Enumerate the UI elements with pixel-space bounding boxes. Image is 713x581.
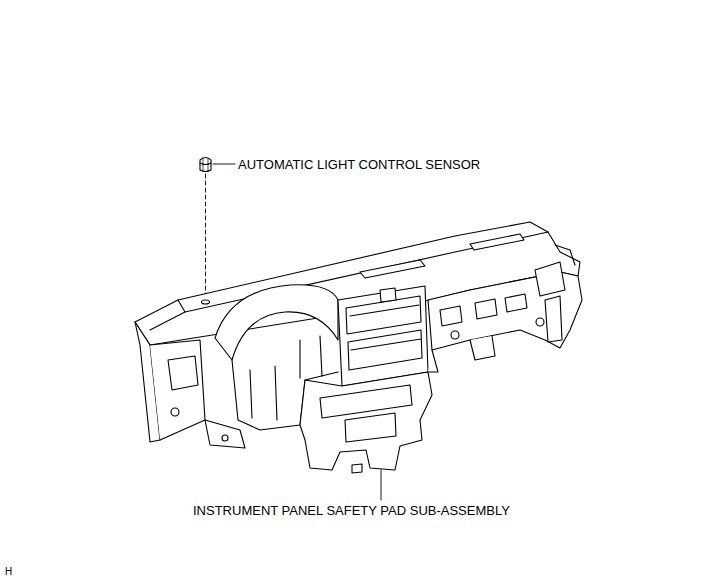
install-line — [205, 174, 206, 300]
cluster-hood — [215, 285, 338, 360]
center-vents — [338, 286, 428, 386]
leader-line — [381, 470, 382, 500]
figure-code: H — [4, 564, 13, 579]
center-stack — [300, 372, 432, 470]
part-name: INSTRUMENT PANEL SAFETY PAD SUB-ASSEMBLY — [192, 503, 511, 518]
leader-line — [213, 164, 235, 165]
part-name: AUTOMATIC LIGHT CONTROL SENSOR — [237, 157, 481, 172]
sensor-icon — [200, 158, 211, 172]
